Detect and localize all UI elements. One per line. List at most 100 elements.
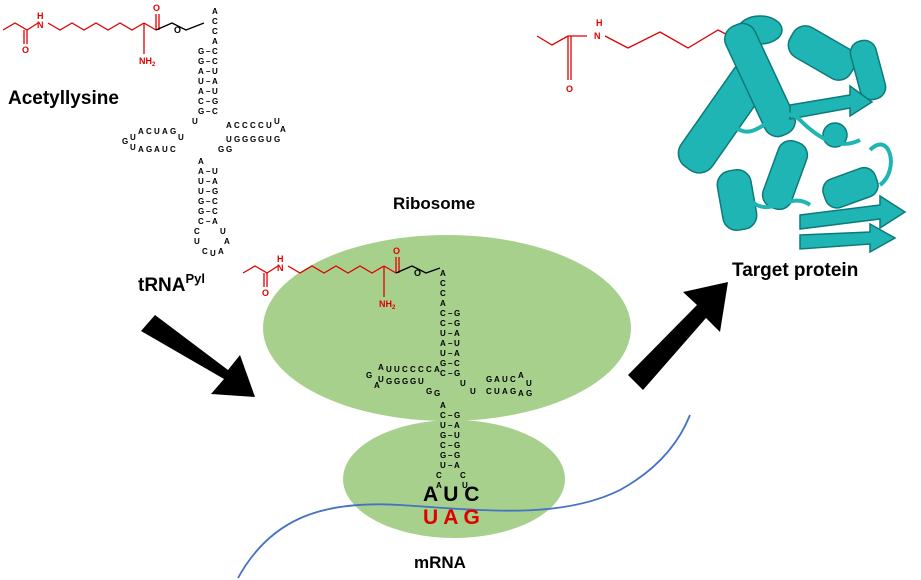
anticodon-label: A U C (423, 483, 479, 506)
svg-text:U: U (440, 329, 446, 338)
svg-text:–: – (448, 329, 453, 338)
svg-text:C: C (460, 471, 466, 480)
svg-text:C: C (440, 289, 446, 298)
svg-text:G: G (454, 451, 460, 460)
svg-text:C: C (440, 369, 446, 378)
trna-structure-free (122, 7, 286, 258)
svg-text:C: C (418, 365, 424, 374)
svg-text:–: – (448, 359, 453, 368)
codon-label: U A G (423, 506, 480, 529)
svg-text:A: A (518, 389, 524, 398)
arrow-to-ribosome (141, 315, 255, 397)
amine-group: NH2 (139, 56, 156, 68)
svg-text:U: U (418, 377, 424, 386)
svg-text:U: U (502, 375, 508, 384)
svg-text:A: A (440, 269, 446, 278)
svg-text:U: U (494, 387, 500, 396)
target-protein-label: Target protein (732, 260, 858, 281)
svg-text:–: – (448, 411, 453, 420)
svg-text:C: C (426, 365, 432, 374)
svg-text:G: G (366, 371, 372, 380)
nitrogen-atom: N (37, 20, 44, 30)
svg-text:–: – (448, 369, 453, 378)
svg-text:G: G (410, 377, 416, 386)
svg-text:G: G (454, 319, 460, 328)
arrow-to-protein (628, 282, 728, 390)
svg-text:C: C (486, 387, 492, 396)
nitrogen-atom: N (277, 263, 284, 273)
svg-text:A: A (494, 375, 500, 384)
svg-text:G: G (440, 451, 446, 460)
oxygen-atom: O (414, 268, 421, 278)
svg-text:U: U (386, 365, 392, 374)
svg-text:U: U (462, 481, 468, 490)
svg-text:A: A (454, 349, 460, 358)
svg-text:C: C (440, 411, 446, 420)
svg-text:G: G (402, 377, 408, 386)
mrna-strand (237, 414, 691, 579)
oxygen-atom: O (22, 45, 29, 55)
svg-text:A: A (378, 363, 384, 372)
svg-text:G: G (386, 377, 392, 386)
svg-text:A: A (502, 387, 508, 396)
svg-text:A: A (374, 381, 380, 390)
svg-text:G: G (440, 431, 446, 440)
svg-text:G: G (454, 411, 460, 420)
svg-text:–: – (448, 431, 453, 440)
svg-text:C: C (440, 279, 446, 288)
svg-text:A: A (440, 339, 446, 348)
nitrogen-h-atom: H (37, 11, 44, 21)
svg-text:–: – (448, 441, 453, 450)
svg-text:–: – (448, 339, 453, 348)
svg-text:G: G (434, 389, 440, 398)
svg-text:C: C (436, 471, 442, 480)
svg-text:U: U (378, 375, 384, 384)
svg-text:C: C (440, 309, 446, 318)
svg-text:C: C (454, 359, 460, 368)
oxygen-atom: O (153, 3, 160, 13)
svg-text:A: A (454, 421, 460, 430)
svg-text:A: A (518, 371, 524, 380)
svg-text:C: C (440, 441, 446, 450)
acetyllysine-molecule: H N O O O NH2 (2, 3, 205, 68)
target-protein-structure (677, 15, 907, 254)
svg-text:–: – (448, 421, 453, 430)
nitrogen-h-atom: H (596, 18, 603, 28)
svg-text:U: U (440, 421, 446, 430)
svg-text:C: C (402, 365, 408, 374)
svg-text:G: G (454, 441, 460, 450)
svg-text:U: U (454, 339, 460, 348)
svg-text:A: A (434, 365, 440, 374)
mrna-label: mRNA (414, 553, 466, 572)
nitrogen-atom: N (594, 31, 601, 41)
svg-text:G: G (394, 377, 400, 386)
svg-text:–: – (448, 451, 453, 460)
svg-text:G: G (454, 369, 460, 378)
oxygen-atom: O (566, 84, 573, 94)
svg-text:U: U (526, 379, 532, 388)
acetyllysine-label: Acetyllysine (8, 88, 119, 109)
svg-text:–: – (448, 319, 453, 328)
svg-text:U: U (394, 365, 400, 374)
svg-text:G: G (526, 389, 532, 398)
svg-text:A: A (454, 461, 460, 470)
acetyllysine-molecule-bound: H N O O O NH2 (242, 246, 441, 311)
trna-label: tRNAPyl (138, 271, 205, 296)
oxygen-atom: O (174, 25, 181, 35)
nitrogen-h-atom: H (277, 254, 284, 264)
ribosome-large-subunit (263, 235, 631, 421)
svg-text:U: U (454, 431, 460, 440)
svg-text:A: A (440, 299, 446, 308)
acetyllysine-on-protein: H N O (536, 18, 754, 94)
svg-text:G: G (426, 387, 432, 396)
svg-text:U: U (460, 379, 466, 388)
oxygen-atom: O (262, 288, 269, 298)
svg-text:A: A (454, 329, 460, 338)
svg-text:A: A (440, 401, 446, 410)
svg-text:U: U (440, 461, 446, 470)
ribosome-label: Ribosome (393, 194, 475, 213)
amine-group: NH2 (379, 299, 396, 311)
svg-text:C: C (440, 319, 446, 328)
